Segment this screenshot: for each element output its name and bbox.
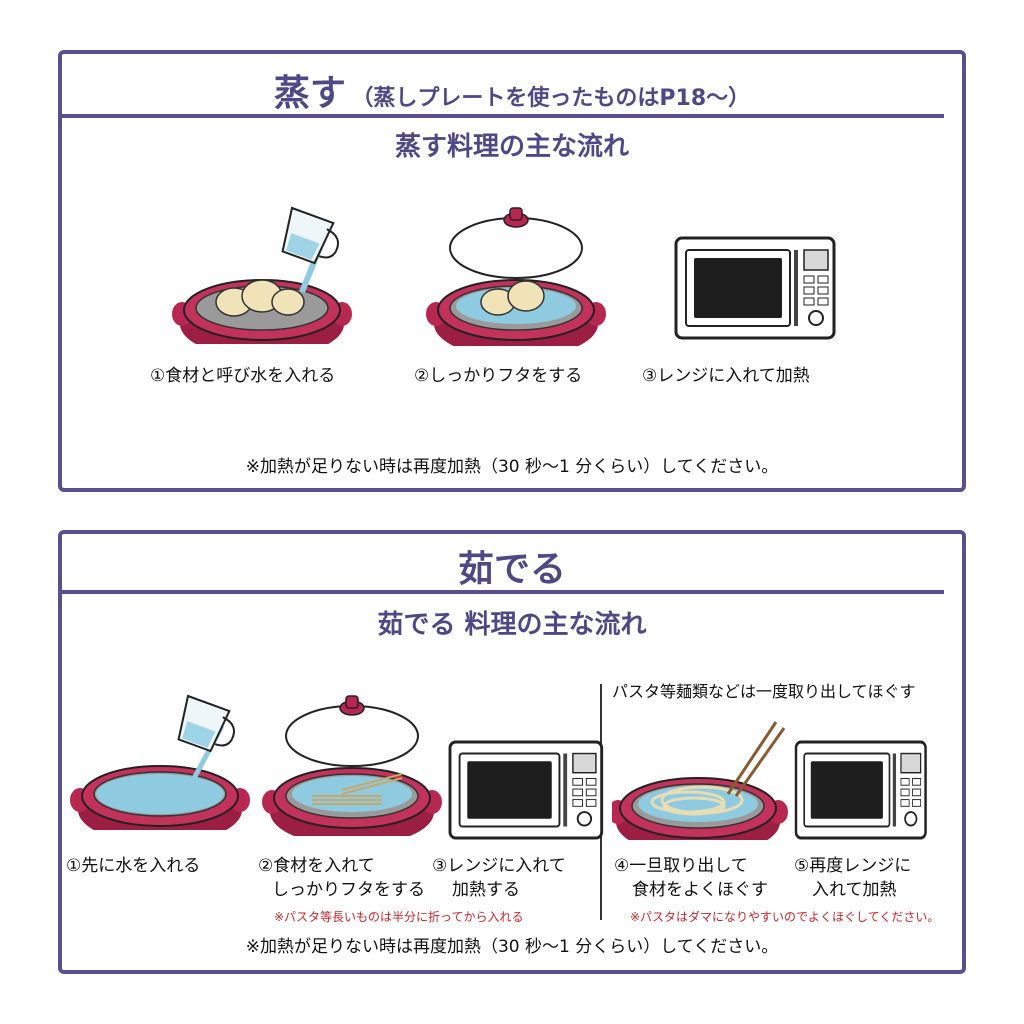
boil-step1-dish-water-illustration [70, 695, 251, 830]
boil-step-1-label: ①先に水を入れる [66, 856, 201, 876]
boil-step-3-label: ③レンジに入れて 加熱する [432, 856, 566, 900]
steam-title: 蒸す （蒸しプレートを使ったものはP18～） [62, 64, 962, 116]
boil-step-4-label: ④一旦取り出して 食材をよくほぐす [614, 856, 768, 900]
steam-title-rule [62, 114, 944, 118]
step1-dish-with-potatoes-illustration [172, 207, 353, 344]
step3-microwave-illustration [674, 236, 836, 340]
boil-step3-microwave-illustration [448, 740, 604, 840]
steam-footnote: ※加熱が足りない時は再度加熱（30 秒～1 分くらい）してください。 [245, 457, 779, 477]
boil-step4-dish-chopsticks-illustration [612, 721, 789, 840]
pasta-heading: パスタ等麺類などは一度取り出してほぐす [612, 682, 916, 701]
steam-title-note: （蒸しプレートを使ったものはP18～） [351, 86, 751, 111]
boil-panel: 茹でる 茹でる 料理の主な流れ パスタ等麺類などは一度取り出してほぐす [58, 530, 966, 974]
steam-step-1-label: ①食材と呼び水を入れる [150, 366, 336, 386]
boil-footnote: ※加熱が足りない時は再度加熱（30 秒～1 分くらい）してください。 [245, 937, 779, 957]
boil-title: 茹でる [457, 549, 566, 590]
step2-dish-with-lid-illustration [425, 207, 607, 346]
boil-step2-dish-lid-pasta-illustration [261, 695, 443, 836]
steam-step-2-label: ②しっかりフタをする [414, 366, 583, 386]
steam-panel: 蒸す （蒸しプレートを使ったものはP18～） 蒸す料理の主な流れ ①食材と呼び水… [58, 50, 966, 492]
steam-title-text: 蒸す [273, 73, 346, 114]
boil-step-2-label: ②食材を入れて しっかりフタをする [258, 856, 425, 900]
boil-note-left: ※パスタ等長いものは半分に折ってから入れる [274, 910, 524, 924]
boil-step-5-label: ⑤再度レンジに 入れて加熱 [794, 856, 912, 900]
boil-step5-microwave-illustration [794, 740, 927, 840]
boil-subtitle: 茹でる 料理の主な流れ [377, 610, 647, 640]
steam-step-3-label: ③レンジに入れて加熱 [642, 366, 810, 386]
boil-note-right: ※パスタはダマになりやすいのでよくほぐしてください。 [630, 910, 940, 924]
boil-title-rule [62, 590, 944, 594]
steam-subtitle: 蒸す料理の主な流れ [394, 132, 629, 162]
